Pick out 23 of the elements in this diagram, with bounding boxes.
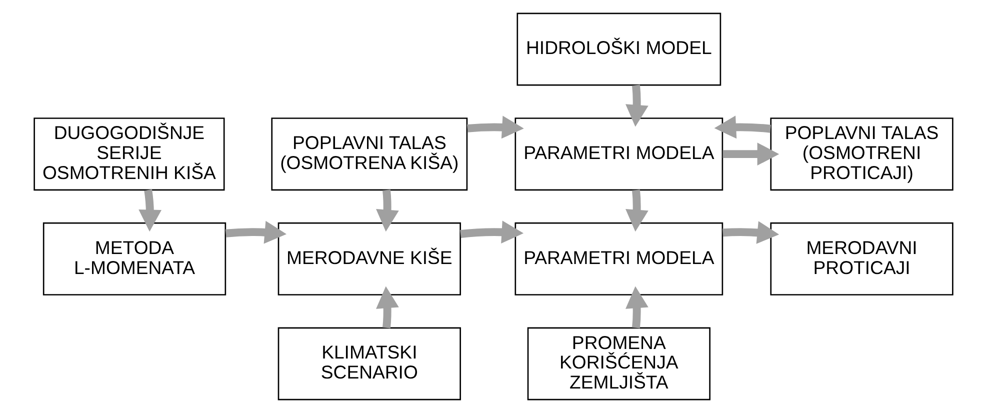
node-box: HIDROLOŠKI MODEL (516, 12, 722, 86)
arrow (460, 220, 524, 244)
arrow (467, 116, 524, 139)
arrow (626, 286, 648, 328)
node-box: MERODAVNI PROTICAJI (770, 222, 954, 296)
node-box: PARAMETRI MODELA (514, 222, 724, 296)
arrow (376, 190, 399, 232)
arrow (722, 221, 780, 244)
arrow (626, 190, 648, 232)
node-box: KLIMATSKI SCENARIO (278, 327, 461, 400)
node-box: POPLAVNI TALAS (OSMOTRENI PROTICAJI) (770, 118, 954, 191)
arrow (714, 116, 771, 139)
node-box: DUGOGODIŠNJE SERIJE OSMOTRENIH KIŠA (34, 118, 225, 191)
node-box: MERODAVNE KIŠE (278, 222, 461, 296)
node-box: METODA L-MOMENATA (42, 222, 226, 296)
node-box: PARAMETRI MODELA (514, 118, 724, 191)
arrow (722, 142, 780, 166)
arrow (626, 84, 648, 127)
arrow (225, 220, 286, 244)
arrow (138, 189, 162, 232)
arrow (376, 286, 399, 328)
node-box: POPLAVNI TALAS (OSMOTRENA KIŠA) (271, 118, 468, 191)
node-box: PROMENA KORIŠĆENJA ZEMLJIŠTA (527, 327, 710, 400)
